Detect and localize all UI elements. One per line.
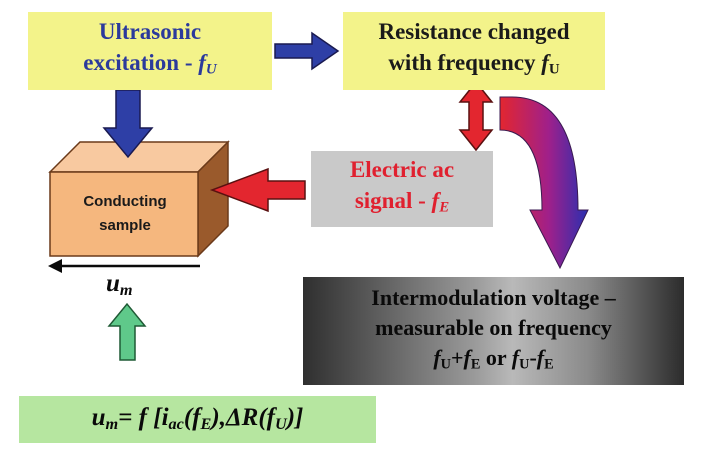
displacement-subscript: m xyxy=(119,281,133,300)
formula-arg2-sub: U xyxy=(274,415,287,434)
intermod-or: or xyxy=(480,344,512,370)
formula-arg2-open: ( xyxy=(258,404,267,432)
formula-text: um= f [iac(fE),ΔR(fU)] xyxy=(92,404,304,434)
electric-line1: Electric ac xyxy=(349,157,455,183)
conducting-sample-label: Conducting sample xyxy=(50,190,200,238)
formula-u-sub: m xyxy=(105,415,119,434)
electric-f-subscript: E xyxy=(439,199,450,216)
formula-arg1-open: ( xyxy=(183,404,193,432)
ultrasonic-line2: excitation - fU xyxy=(83,47,216,86)
displacement-arrow xyxy=(48,259,200,273)
double-arrow-resistance-electric xyxy=(458,80,494,152)
sample-label-line1: Conducting xyxy=(83,193,167,210)
formula-delta-r: ΔR xyxy=(225,404,259,432)
ultrasonic-f-symbol: f xyxy=(198,50,206,76)
formula-f: f xyxy=(138,404,147,432)
resistance-line2: with frequency fU xyxy=(388,47,559,86)
resistance-f-symbol: f xyxy=(541,50,549,76)
formula-arg1-f: f xyxy=(192,404,201,432)
intermod-fu-1: f xyxy=(433,344,441,370)
resistance-changed-box: Resistance changed with frequency fU xyxy=(343,12,605,90)
intermod-minus: - xyxy=(529,344,537,370)
intermodulation-voltage-box: Intermodulation voltage – measurable on … xyxy=(303,277,684,385)
formula-arg1-sub: E xyxy=(200,415,212,434)
conducting-sample-block xyxy=(48,140,230,258)
arrow-electric-to-sample xyxy=(209,167,306,213)
formula-box: um= f [iac(fE),ΔR(fU)] xyxy=(19,396,376,443)
formula-arg2-f: f xyxy=(266,404,275,432)
intermod-fu-2: f xyxy=(511,344,520,370)
displacement-label: um xyxy=(106,270,133,300)
electric-f-symbol: f xyxy=(431,188,440,214)
formula-open-bracket: [ xyxy=(147,404,162,432)
resistance-line1: Resistance changed xyxy=(378,19,570,45)
ultrasonic-line1: Ultrasonic xyxy=(98,19,202,45)
intermod-sub-u-1: U xyxy=(440,356,451,373)
intermod-sub-e-2: E xyxy=(544,356,554,373)
intermod-line2: measurable on frequency xyxy=(375,314,612,340)
curved-arrow-resistance-to-intermodulation xyxy=(499,96,589,270)
electric-prefix: signal - xyxy=(354,188,432,214)
formula-i-sub: ac xyxy=(168,415,184,434)
arrow-ultrasonic-to-resistance xyxy=(274,31,340,71)
displacement-symbol: u xyxy=(106,270,120,297)
intermod-line1: Intermodulation voltage – xyxy=(371,284,616,310)
electric-line2: signal - fE xyxy=(355,185,449,224)
intermod-plus: + xyxy=(451,344,464,370)
ultrasonic-prefix: excitation - xyxy=(83,50,199,76)
ultrasonic-excitation-box: Ultrasonic excitation - fU xyxy=(28,12,272,90)
electric-ac-signal-box: Electric ac signal - fE xyxy=(311,151,493,227)
resistance-prefix: with frequency xyxy=(388,50,542,76)
formula-i: i xyxy=(161,404,169,432)
intermod-line3: fU+fE or fU-fE xyxy=(433,343,553,380)
formula-equals: = xyxy=(118,404,139,432)
formula-arg2-close: )] xyxy=(286,404,304,432)
intermod-sub-e-1: E xyxy=(470,356,481,373)
formula-u: u xyxy=(91,404,106,432)
arrow-ultrasonic-to-sample xyxy=(102,89,154,159)
intermod-sub-u-2: U xyxy=(519,356,530,373)
intermod-fe-2: f xyxy=(536,344,545,370)
resistance-f-subscript: U xyxy=(548,61,560,78)
sample-label-line2: sample xyxy=(99,217,151,234)
intermod-fe-1: f xyxy=(463,344,471,370)
green-up-arrow xyxy=(107,302,147,361)
formula-arg1-close: ), xyxy=(211,404,226,432)
ultrasonic-f-subscript: U xyxy=(205,61,217,78)
